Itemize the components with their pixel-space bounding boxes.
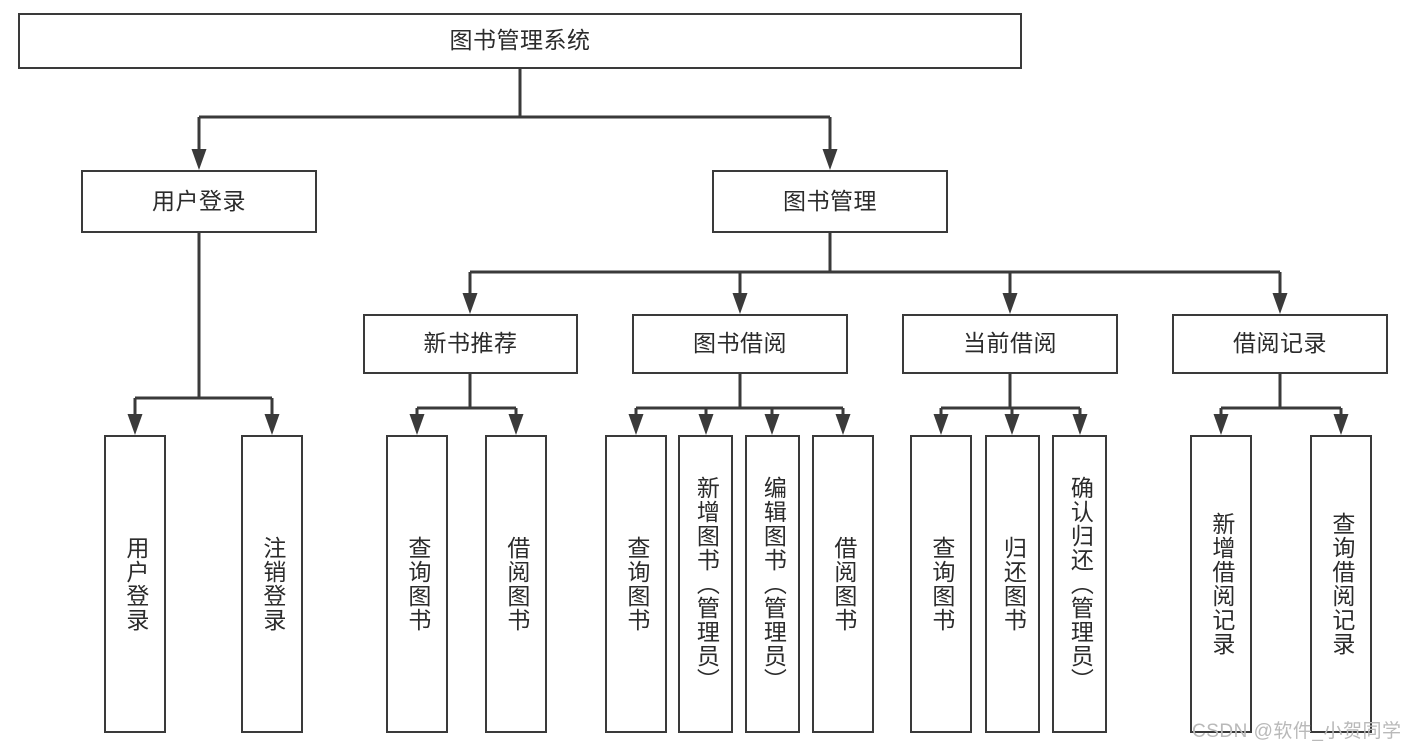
leaf-node-2[interactable]: 查询图书 xyxy=(386,435,448,733)
level2-node-0[interactable]: 用户登录 xyxy=(81,170,317,233)
arrow-head-icon xyxy=(933,414,949,435)
level3-node-2-label: 当前借阅 xyxy=(963,330,1057,357)
level2-node-1-label: 图书管理 xyxy=(783,187,877,214)
leaf-node-8[interactable]: 查询图书 xyxy=(910,435,972,733)
level3-node-3-label: 借阅记录 xyxy=(1233,330,1327,357)
leaf-node-12-label: 查询借阅记录 xyxy=(1328,512,1355,656)
leaf-node-11-label: 新增借阅记录 xyxy=(1208,512,1235,656)
level3-node-1-label: 图书借阅 xyxy=(693,330,787,357)
arrow-head-icon xyxy=(409,414,425,435)
arrow-head-icon xyxy=(732,293,748,314)
leaf-node-3[interactable]: 借阅图书 xyxy=(485,435,547,733)
arrow-head-icon xyxy=(835,414,851,435)
arrow-head-icon xyxy=(698,414,714,435)
level3-node-3[interactable]: 借阅记录 xyxy=(1172,314,1388,374)
leaf-node-9-label: 归还图书 xyxy=(1000,536,1027,632)
leaf-node-6-label: 编辑图书（管理员） xyxy=(760,476,787,692)
level3-node-2[interactable]: 当前借阅 xyxy=(902,314,1118,374)
arrow-head-icon xyxy=(508,414,524,435)
leaf-node-7-label: 借阅图书 xyxy=(830,536,857,632)
arrow-head-icon xyxy=(1213,414,1229,435)
leaf-node-0-label: 用户登录 xyxy=(122,536,149,632)
arrow-head-icon xyxy=(1272,293,1288,314)
level2-node-1[interactable]: 图书管理 xyxy=(712,170,948,233)
leaf-node-4[interactable]: 查询图书 xyxy=(605,435,667,733)
leaf-node-3-label: 借阅图书 xyxy=(503,536,530,632)
leaf-node-4-label: 查询图书 xyxy=(623,536,650,632)
leaf-node-2-label: 查询图书 xyxy=(404,536,431,632)
arrow-head-icon xyxy=(764,414,780,435)
level3-node-0-label: 新书推荐 xyxy=(423,330,518,357)
leaf-node-9[interactable]: 归还图书 xyxy=(985,435,1040,733)
arrow-head-icon xyxy=(1072,414,1088,435)
root-node-system[interactable]: 图书管理系统 xyxy=(18,13,1022,69)
leaf-node-0[interactable]: 用户登录 xyxy=(104,435,166,733)
arrow-head-icon xyxy=(822,149,838,170)
arrow-head-icon xyxy=(127,414,143,435)
leaf-node-11[interactable]: 新增借阅记录 xyxy=(1190,435,1252,733)
arrow-head-icon xyxy=(1004,414,1020,435)
leaf-node-10-label: 确认归还（管理员） xyxy=(1067,476,1094,692)
level2-node-0-label: 用户登录 xyxy=(152,187,246,214)
leaf-node-1-label: 注销登录 xyxy=(259,536,286,632)
arrow-head-icon xyxy=(191,149,207,170)
leaf-node-8-label: 查询图书 xyxy=(928,536,955,632)
leaf-node-1[interactable]: 注销登录 xyxy=(241,435,303,733)
leaf-node-12[interactable]: 查询借阅记录 xyxy=(1310,435,1372,733)
leaf-node-10[interactable]: 确认归还（管理员） xyxy=(1052,435,1107,733)
level3-node-1[interactable]: 图书借阅 xyxy=(632,314,848,374)
leaf-node-6[interactable]: 编辑图书（管理员） xyxy=(745,435,800,733)
arrow-head-icon xyxy=(462,293,478,314)
arrow-head-icon xyxy=(628,414,644,435)
arrow-head-icon xyxy=(264,414,280,435)
leaf-node-5[interactable]: 新增图书（管理员） xyxy=(678,435,733,733)
leaf-node-5-label: 新增图书（管理员） xyxy=(693,476,720,692)
arrow-head-icon xyxy=(1333,414,1349,435)
leaf-node-7[interactable]: 借阅图书 xyxy=(812,435,874,733)
root-node-system-label: 图书管理系统 xyxy=(449,27,591,54)
level3-node-0[interactable]: 新书推荐 xyxy=(363,314,578,374)
arrow-head-icon xyxy=(1002,293,1018,314)
